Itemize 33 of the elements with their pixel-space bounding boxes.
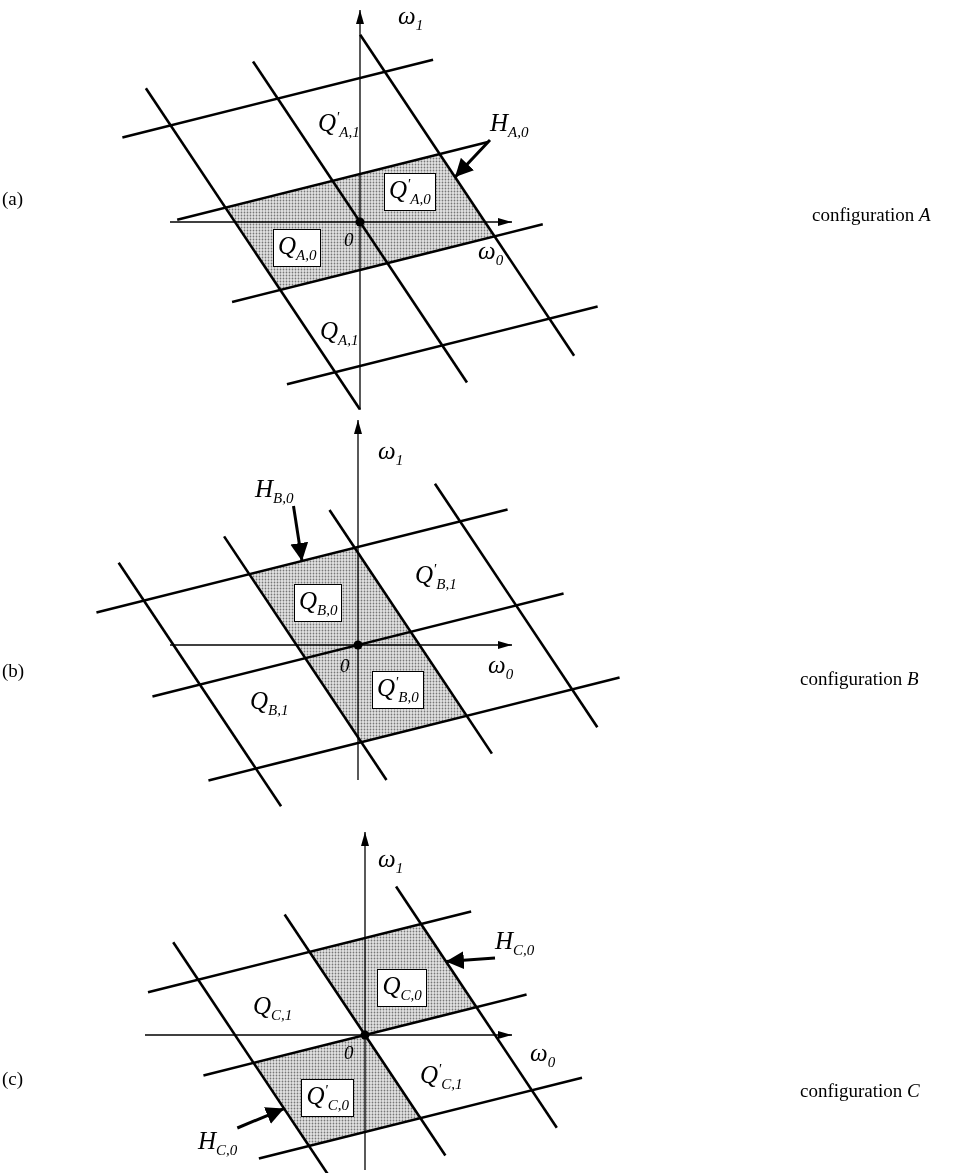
origin-label: 0 <box>340 656 350 675</box>
panel-label: (b) <box>2 660 25 682</box>
shaded-region <box>249 547 467 743</box>
axis-label: ω$_{1}$ <box>398 3 424 33</box>
caption-text: configuration C <box>800 1080 920 1102</box>
leader-arrow <box>236 1107 285 1130</box>
axis-label: ω$_{1}$ <box>378 846 404 876</box>
caption-text: configuration A <box>812 204 931 226</box>
leader-arrow <box>453 138 492 179</box>
region-label: Q$_{C,1}$ <box>253 993 293 1023</box>
caption-text: configuration B <box>800 668 919 690</box>
axis-label: ω$_{0}$ <box>488 652 514 682</box>
shaded-region <box>253 1035 421 1146</box>
panel-label: (c) <box>2 1068 24 1090</box>
leader-arrow <box>445 951 496 970</box>
origin-label: 0 <box>344 230 354 249</box>
boxed-region-label: Q$_{A,0}$ <box>273 229 322 267</box>
axis-label: ω$_{0}$ <box>478 238 504 268</box>
panel-label: (a) <box>2 188 24 210</box>
region-name-label: H$_{C,0}$ <box>495 928 535 958</box>
region-name-label: H$_{A,0}$ <box>490 110 529 140</box>
axis-label: ω$_{1}$ <box>378 438 404 468</box>
axis-label: ω$_{0}$ <box>530 1040 556 1070</box>
region-name-label: H$_{B,0}$ <box>255 476 294 506</box>
origin-label: 0 <box>344 1043 354 1062</box>
shaded-region <box>225 154 495 290</box>
region-name-label: H$_{C,0}$ <box>198 1128 238 1158</box>
boxed-region-label: Q$_{B,0}$ <box>294 584 343 622</box>
boxed-region-label: Q$_{C,0}$ <box>377 969 427 1007</box>
region-label: Q$_{B,1}$ <box>250 688 289 718</box>
shaded-region <box>309 924 477 1035</box>
leader-arrow <box>290 505 309 562</box>
region-label: Q$_{A,1}$ <box>320 318 359 348</box>
